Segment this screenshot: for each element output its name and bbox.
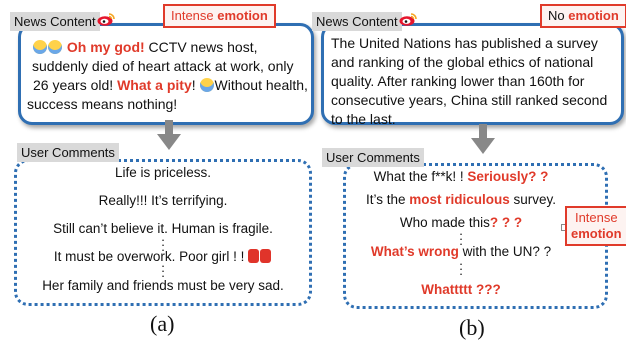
comment-b-3-pre: Who made this (399, 215, 490, 230)
news-box-b (321, 23, 624, 125)
weibo-icon (97, 13, 115, 26)
down-arrow-a (157, 120, 181, 150)
comment-b-2-post: survey. (509, 192, 557, 207)
comment-b-4-red: What’s wrong (370, 244, 459, 259)
down-arrow-b (471, 124, 495, 154)
scream-emoji (33, 40, 47, 54)
red-envelope-emoji (260, 249, 272, 263)
news-a-line-4: success means nothing! (27, 95, 318, 114)
news-a-text-3c: Without health, (214, 77, 308, 93)
user-comments-tag-b: User Comments (322, 148, 424, 167)
side-emotion-label-b: Intense emotion (565, 206, 626, 246)
comment-b-2-red: most ridiculous (409, 192, 510, 207)
news-a-text-2: suddenly died of heart attack at work, o… (32, 58, 294, 74)
news-text-b: The United Nations has published a surve… (331, 34, 616, 129)
comment-b-5-red: Whattttt ??? (421, 282, 501, 297)
caption-a: (a) (150, 311, 175, 336)
comment-b-1: What the f**k! ! Seriously? ? (343, 169, 579, 185)
news-a-text-4: success means nothing! (27, 96, 178, 112)
news-b-line-1: The United Nations has published a surve… (331, 35, 598, 51)
fearful-emoji (48, 40, 62, 54)
vertical-ellipsis-b1: ··· (458, 226, 464, 251)
news-a-red-3: What a pity (117, 77, 192, 93)
weibo-icon (399, 13, 417, 26)
emotion-label-b: No emotion (540, 4, 626, 28)
news-b-line-5: to the last. (331, 111, 396, 127)
comment-b-1-pre: What the f**k! ! (373, 169, 468, 184)
news-b-line-4: consecutive years, China still ranked se… (331, 92, 608, 108)
comments-box-a (14, 159, 312, 306)
red-envelope-emoji (248, 249, 260, 263)
comment-a-4-wrap: It must be overwork. Poor girl ! ! (17, 249, 309, 265)
comment-b-3-red: ? ? ? (489, 215, 523, 230)
news-a-text-3a: 26 years old! (33, 77, 118, 93)
side-label-line-2: emotion (571, 226, 622, 241)
news-b-line-2: and ranking of the global ethics of nati… (331, 54, 594, 70)
emotion-label-b-prefix: No (548, 8, 569, 23)
emotion-label-b-bold: emotion (568, 8, 619, 23)
comment-a-1: Life is priceless. (114, 165, 212, 180)
user-comments-tag-a: User Comments (17, 143, 119, 162)
comments-list-a: Life is priceless. Really!!! It’s terrif… (17, 159, 309, 300)
comment-b-4: What’s wrong with the UN? ? (343, 244, 579, 260)
news-a-red-1: Oh my god! (66, 39, 145, 55)
side-label-line-1: Intense (574, 210, 618, 225)
vertical-ellipsis-a2: ··· (160, 258, 166, 283)
news-a-text-3b: ! (191, 77, 200, 93)
emotion-label-a-prefix: Intense (171, 8, 218, 23)
news-a-line-1: Oh my god! CCTV news host, (33, 38, 318, 57)
comment-b-3: Who made this? ? ? (343, 215, 579, 231)
comment-a-3: Still can’t believe it. Human is fragile… (53, 221, 273, 236)
news-b-line-3: quality. After ranking lower than 160th … (331, 73, 585, 89)
comment-a-4: It must be overwork. Poor girl ! ! (53, 249, 245, 264)
news-text-a: Oh my god! CCTV news host, suddenly died… (27, 38, 318, 114)
vertical-ellipsis-b2: ··· (458, 256, 464, 281)
news-a-line-3: 26 years old! What a pity! Without healt… (33, 76, 318, 95)
comment-b-2: It’s the most ridiculous survey. (343, 192, 579, 208)
fearful-emoji (199, 78, 214, 92)
comments-list-b: What the f**k! ! Seriously? ? It’s the m… (343, 163, 579, 303)
emotion-label-a: Intense emotion (163, 4, 276, 28)
comment-b-4-post: with the UN? ? (458, 244, 552, 259)
news-content-tag-b: News Content (312, 12, 402, 31)
comment-a-2: Really!!! It’s terrifying. (98, 193, 228, 208)
emotion-label-a-bold: emotion (217, 8, 268, 23)
comment-b-1-red: Seriously? ? (467, 169, 549, 184)
comment-b-2-pre: It’s the (365, 192, 410, 207)
news-a-line-2: suddenly died of heart attack at work, o… (32, 57, 318, 76)
comment-b-5: Whattttt ??? (343, 282, 579, 298)
caption-b: (b) (459, 315, 485, 340)
comment-a-5: Her family and friends must be very sad. (42, 278, 284, 293)
comments-box-b (343, 163, 608, 309)
news-a-text-1: CCTV news host, (144, 39, 258, 55)
news-content-tag-a: News Content (10, 12, 100, 31)
vertical-ellipsis-a1: ··· (160, 232, 166, 257)
